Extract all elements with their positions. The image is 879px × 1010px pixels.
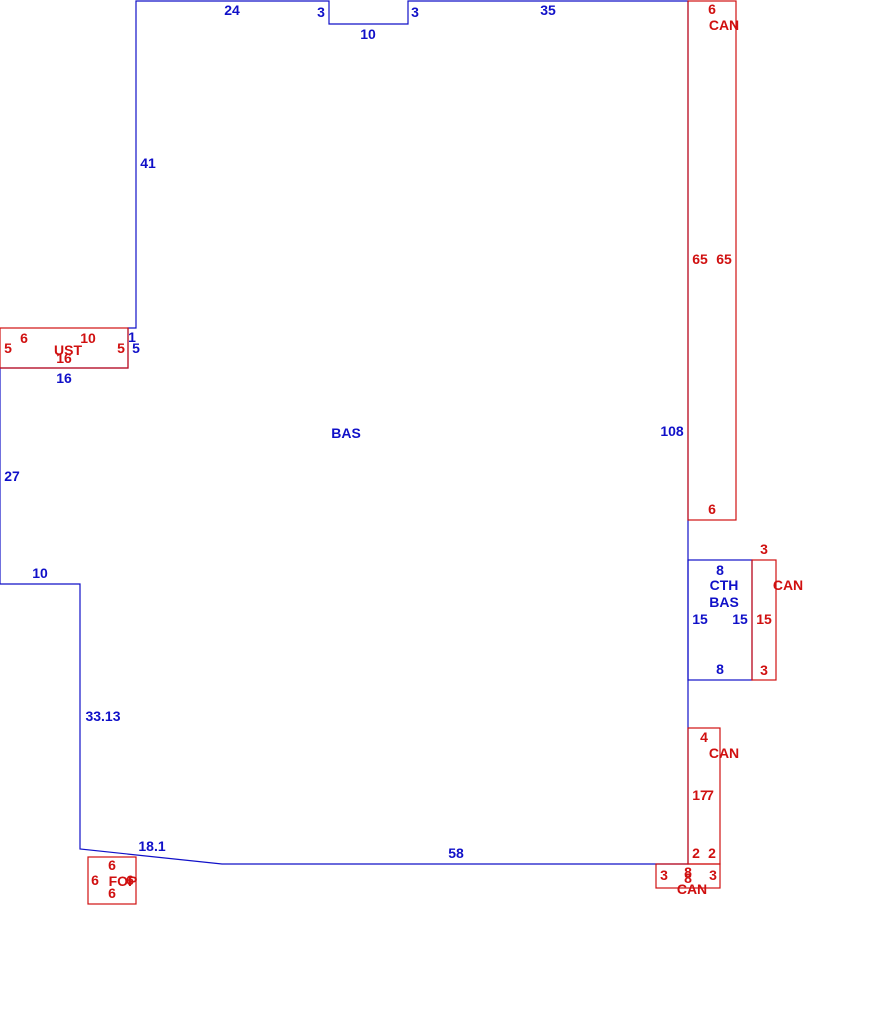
area-label-can-bottom: CAN bbox=[677, 881, 707, 897]
dim-bas-left-lower: 33.13 bbox=[85, 708, 120, 724]
area-label-cth-line2: BAS bbox=[709, 594, 739, 610]
dim-can-top-width: 6 bbox=[708, 1, 716, 17]
can-bottom-outline bbox=[655, 863, 721, 889]
dim-ust-top-10: 10 bbox=[80, 330, 96, 346]
area-label-can-right-mid: CAN bbox=[773, 577, 803, 593]
dim-bas-notch-right: 3 bbox=[411, 4, 419, 20]
dim-can4-left: 3 bbox=[660, 867, 668, 883]
dim-can3-left: 17 bbox=[692, 787, 708, 803]
dim-can2-top: 3 bbox=[760, 541, 768, 557]
dim-can3-top: 4 bbox=[700, 729, 708, 745]
dim-ust-top-6: 6 bbox=[20, 330, 28, 346]
dim-can3-bottom-left: 2 bbox=[692, 845, 700, 861]
dim-fop-bottom: 6 bbox=[108, 885, 116, 901]
dim-bas-notch-left: 3 bbox=[317, 4, 325, 20]
dim-bas-left-mid: 27 bbox=[4, 468, 20, 484]
fop-outline bbox=[87, 856, 137, 905]
dim-bas-left-upper: 41 bbox=[140, 155, 156, 171]
dim-ust-bottom: 16 bbox=[56, 350, 72, 366]
dim-can4-mid-a: 8 bbox=[684, 864, 692, 880]
dim-can3-right: 7 bbox=[706, 787, 714, 803]
dim-bas-top-right: 35 bbox=[540, 2, 556, 18]
dim-bas-step-16: 16 bbox=[56, 370, 72, 386]
area-label-can-right-top: CAN bbox=[709, 17, 739, 33]
dim-fop-right: 6 bbox=[126, 872, 134, 888]
dim-can2-right: 15 bbox=[756, 611, 772, 627]
area-label-can-lower-right: CAN bbox=[709, 745, 739, 761]
dim-cth-bottom: 8 bbox=[716, 661, 724, 677]
area-label-bas: BAS bbox=[331, 425, 361, 441]
dim-fop-left: 6 bbox=[91, 872, 99, 888]
dim-bas-bottom: 58 bbox=[448, 845, 464, 861]
dim-can4-right: 3 bbox=[709, 867, 717, 883]
dim-bas-notch-bottom: 10 bbox=[360, 26, 376, 42]
can-right-mid-outline bbox=[751, 559, 777, 681]
dim-bas-step-1: 1 bbox=[128, 329, 136, 345]
dim-can-bottom-width: 6 bbox=[708, 501, 716, 517]
dim-bas-top-left: 24 bbox=[224, 2, 240, 18]
dim-cth-left: 15 bbox=[692, 611, 708, 627]
dim-fop-top: 6 bbox=[108, 857, 116, 873]
area-label-cth-line1: CTH bbox=[710, 577, 739, 593]
dim-ust-right: 5 bbox=[117, 340, 125, 356]
dim-bas-diagonal: 18.1 bbox=[138, 838, 165, 854]
dim-cth-top: 8 bbox=[716, 562, 724, 578]
dim-ust-left: 5 bbox=[4, 340, 12, 356]
dim-bas-step-5: 5 bbox=[132, 340, 140, 356]
dim-can4-mid-b: 8 bbox=[684, 870, 692, 886]
dim-can2-bottom: 3 bbox=[760, 662, 768, 678]
ust-outline bbox=[0, 327, 129, 369]
area-label-fop: FOP bbox=[109, 873, 138, 889]
can-right-top-outline bbox=[687, 0, 737, 521]
dim-bas-step-10: 10 bbox=[32, 565, 48, 581]
dim-can-right: 65 bbox=[716, 251, 732, 267]
dim-can3-bottom-right: 2 bbox=[708, 845, 716, 861]
area-label-ust: UST bbox=[54, 342, 82, 358]
dim-can-left: 65 bbox=[692, 251, 708, 267]
dim-bas-right: 108 bbox=[660, 423, 684, 439]
dim-cth-right: 15 bbox=[732, 611, 748, 627]
